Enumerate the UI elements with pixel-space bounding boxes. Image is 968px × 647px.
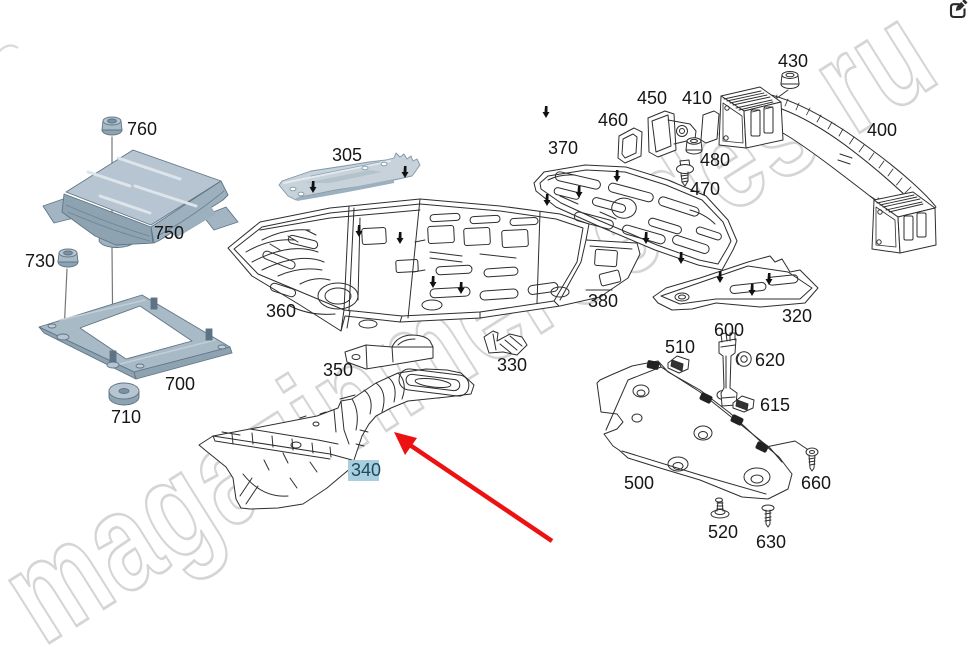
svg-text:450: 450 xyxy=(637,88,667,108)
svg-text:710: 710 xyxy=(111,407,141,427)
svg-text:660: 660 xyxy=(801,473,831,493)
svg-text:630: 630 xyxy=(756,532,786,552)
svg-text:500: 500 xyxy=(624,473,654,493)
svg-text:350: 350 xyxy=(323,360,353,380)
svg-text:470: 470 xyxy=(690,179,720,199)
svg-text:750: 750 xyxy=(154,223,184,243)
svg-text:460: 460 xyxy=(598,110,628,130)
svg-text:370: 370 xyxy=(548,138,578,158)
svg-text:330: 330 xyxy=(497,355,527,375)
svg-text:760: 760 xyxy=(127,119,157,139)
svg-text:320: 320 xyxy=(782,306,812,326)
svg-text:305: 305 xyxy=(332,145,362,165)
svg-text:700: 700 xyxy=(165,374,195,394)
svg-text:615: 615 xyxy=(760,395,790,415)
svg-text:520: 520 xyxy=(708,522,738,542)
svg-text:510: 510 xyxy=(665,337,695,357)
svg-text:730: 730 xyxy=(25,251,55,271)
svg-text:430: 430 xyxy=(778,51,808,71)
svg-text:480: 480 xyxy=(700,150,730,170)
svg-text:340: 340 xyxy=(351,460,381,480)
svg-text:360: 360 xyxy=(266,301,296,321)
svg-text:600: 600 xyxy=(714,320,744,340)
svg-text:400: 400 xyxy=(867,120,897,140)
svg-text:620: 620 xyxy=(755,350,785,370)
svg-text:380: 380 xyxy=(588,291,618,311)
svg-text:410: 410 xyxy=(682,88,712,108)
